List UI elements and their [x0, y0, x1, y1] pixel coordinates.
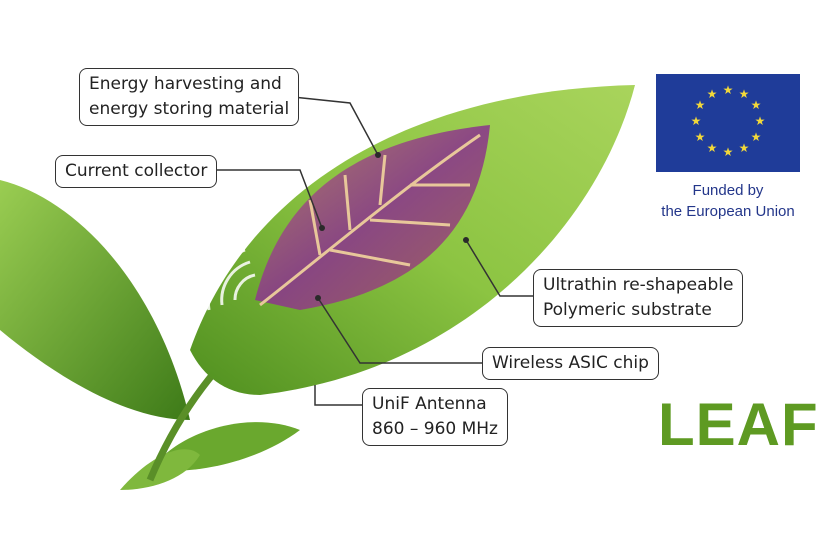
small-leaf	[120, 449, 200, 490]
svg-text:★: ★	[707, 87, 718, 101]
callout-energy-line2: energy storing material	[89, 99, 290, 119]
svg-text:★: ★	[739, 141, 750, 155]
svg-text:★: ★	[707, 141, 718, 155]
callout-antenna: UniF Antenna 860 – 960 MHz	[362, 388, 508, 446]
callout-substrate-line1: Ultrathin re-shapeable	[543, 275, 734, 295]
callout-energy-harvesting: Energy harvesting and energy storing mat…	[79, 68, 300, 126]
callout-energy-line1: Energy harvesting and	[89, 74, 282, 94]
svg-text:★: ★	[691, 114, 702, 128]
svg-text:★: ★	[755, 114, 766, 128]
svg-text:★: ★	[751, 130, 762, 144]
eu-flag: ★★★★ ★★★★ ★★★★	[656, 74, 800, 172]
eu-stars-icon: ★★★★ ★★★★ ★★★★	[691, 83, 766, 159]
left-leaf	[0, 180, 190, 420]
svg-text:★: ★	[695, 130, 706, 144]
svg-text:★: ★	[739, 87, 750, 101]
eu-line2: the European Union	[661, 203, 795, 220]
svg-text:★: ★	[695, 98, 706, 112]
callout-substrate: Ultrathin re-shapeable Polymeric substra…	[533, 269, 744, 327]
callout-antenna-line2: 860 – 960 MHz	[372, 419, 498, 439]
eu-funding-text: Funded by the European Union	[640, 180, 816, 222]
svg-text:★: ★	[723, 145, 734, 159]
callout-current-collector: Current collector	[55, 155, 218, 188]
leaf-logo: LEAF	[658, 391, 816, 458]
callout-substrate-line2: Polymeric substrate	[543, 300, 712, 320]
callout-antenna-line1: UniF Antenna	[372, 394, 487, 414]
eu-line1: Funded by	[692, 182, 764, 199]
callout-asic-chip: Wireless ASIC chip	[482, 347, 659, 380]
svg-text:★: ★	[723, 83, 734, 97]
svg-text:★: ★	[751, 98, 762, 112]
